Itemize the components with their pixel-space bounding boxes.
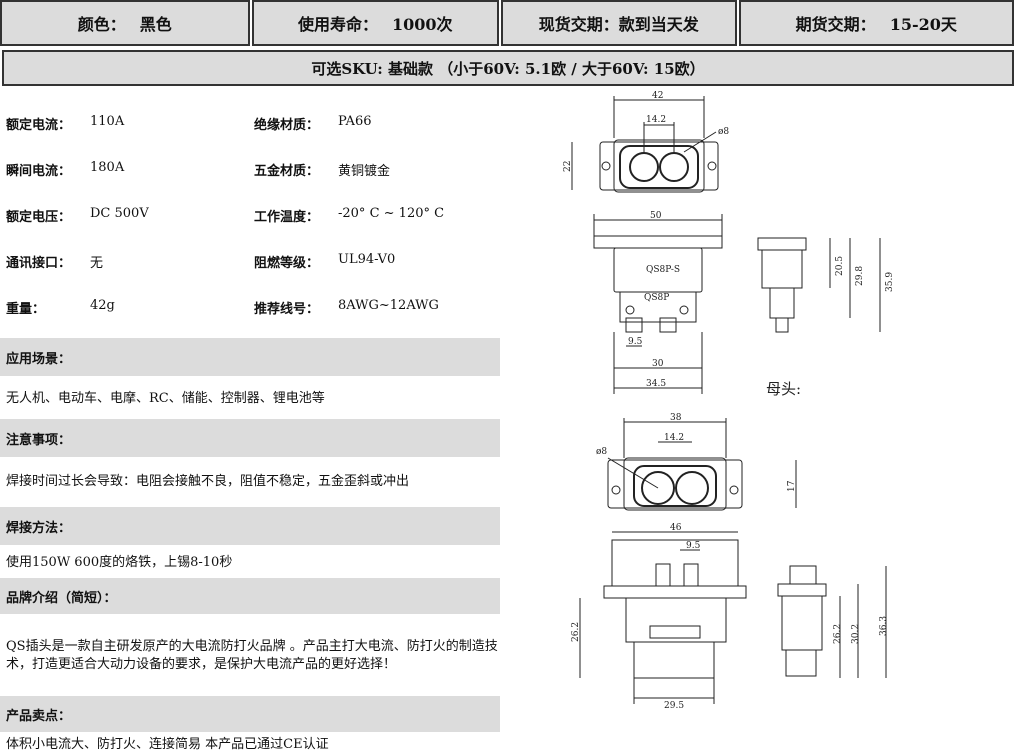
dim-bottom-36-3: 36.3	[879, 616, 889, 636]
female-top-view	[607, 418, 797, 511]
header-color-value: 黑色	[139, 15, 172, 34]
dim-top-22: 22	[563, 161, 573, 172]
header-future-delivery: 期货交期： 15-20天	[738, 0, 1014, 46]
section-title-notes: 注意事项：	[0, 419, 500, 457]
header-life: 使用寿命： 1000次	[251, 0, 500, 46]
male-profile-view	[757, 237, 881, 333]
dim-bottom-26-2-right: 26.2	[833, 624, 843, 644]
spec-panel: 额定电流： 110A 绝缘材质： PA66 瞬间电流： 180A 五金材质： 黄…	[0, 88, 502, 756]
spec-label: 阻燃等级：	[254, 256, 320, 271]
spec-label: 推荐线号：	[254, 302, 320, 317]
section-text-notes: 焊接时间过长会导致：电阻会接触不良，阻值不稳定，五金歪斜或冲出	[6, 474, 410, 489]
section-title-soldering: 焊接方法：	[0, 507, 500, 545]
dim-bottom-9-5: 9.5	[686, 541, 701, 551]
header-stock-key: 现货交期：	[538, 15, 619, 34]
section-text-brand: QS插头是一款自主研发原产的大电流防打火品牌 。产品主打大电流、防打火的制造技术…	[6, 639, 498, 672]
dim-female-17: 17	[787, 480, 797, 492]
dim-bottom-46: 46	[670, 523, 682, 533]
spec-value: UL94-V0	[338, 252, 396, 267]
spec-value: 180A	[90, 160, 125, 175]
female-label: 母头:	[766, 380, 801, 398]
section-text-application: 无人机、电动车、电摩、RC、储能、控制器、锂电池等	[6, 391, 325, 406]
dim-female-o8: ø8	[596, 447, 607, 457]
male-top-view	[571, 96, 719, 193]
dim-female-38: 38	[670, 413, 682, 423]
header-future-value: 15-20天	[889, 15, 957, 34]
dim-bottom-26-2-left: 26.2	[571, 622, 581, 642]
dim-mid-20-5: 20.5	[835, 256, 845, 276]
dim-bottom-29-5: 29.5	[664, 701, 684, 711]
spec-value: 黄铜镀金	[338, 164, 391, 179]
dim-bottom-30-2: 30.2	[851, 624, 861, 644]
spec-label: 工作温度：	[254, 210, 320, 225]
header-life-value: 1000次	[391, 15, 453, 34]
spec-value: DC 500V	[90, 206, 149, 221]
header-life-key: 使用寿命：	[297, 15, 378, 34]
female-profile-view	[777, 565, 887, 678]
header-future-key: 期货交期：	[795, 15, 876, 34]
spec-label: 额定电压：	[6, 210, 72, 225]
spec-value: 110A	[90, 114, 125, 129]
dim-female-14-2: 14.2	[664, 433, 684, 443]
header-color-key: 颜色：	[77, 15, 126, 34]
dim-mid-30: 30	[652, 359, 664, 369]
dim-mid-29-8: 29.8	[855, 266, 865, 286]
dim-top-o8: ø8	[718, 127, 729, 137]
spec-label: 重量：	[6, 302, 46, 317]
spec-value: 无	[90, 256, 104, 271]
header-row: 颜色： 黑色 使用寿命： 1000次 现货交期： 款到当天发 期货交期： 15-…	[0, 0, 1016, 50]
sku-bar: 可选SKU: 基础款 （小于60V: 5.1欧 / 大于60V: 15欧）	[2, 50, 1014, 86]
spec-label: 额定电流：	[6, 118, 72, 133]
technical-drawing: 42 14.2 ø8 22 50 QS8P-S QS8P	[563, 91, 895, 711]
model-label-b: QS8P	[644, 293, 669, 303]
header-stock-delivery: 现货交期： 款到当天发	[501, 0, 737, 46]
female-side-view	[579, 531, 747, 704]
male-side-view	[593, 214, 723, 394]
section-text-soldering: 使用150W 600度的烙铁，上锡8-10秒	[6, 555, 233, 570]
header-color: 颜色： 黑色	[0, 0, 250, 46]
spec-label: 通讯接口：	[6, 256, 72, 271]
spec-value: 42g	[90, 298, 115, 313]
header-stock-value: 款到当天发	[618, 15, 699, 34]
section-title-application: 应用场景：	[0, 338, 500, 376]
section-text-selling-points: 体积小电流大、防打火、连接简易 本产品已通过CE认证	[6, 737, 329, 752]
spec-value: -20° C ~ 120° C	[338, 206, 445, 221]
spec-label: 五金材质：	[254, 164, 320, 179]
spec-value: 8AWG~12AWG	[338, 298, 439, 313]
dim-mid-50: 50	[650, 211, 662, 221]
dim-mid-34-5: 34.5	[646, 379, 666, 389]
dim-top-42: 42	[652, 91, 663, 101]
spec-label: 绝缘材质：	[254, 118, 320, 133]
spec-value: PA66	[338, 114, 372, 129]
section-title-selling-points: 产品卖点：	[0, 696, 500, 732]
spec-label: 瞬间电流：	[6, 164, 72, 179]
dim-top-14-2: 14.2	[646, 115, 666, 125]
section-title-brand: 品牌介绍（简短）：	[0, 578, 500, 614]
dim-mid-35-9: 35.9	[885, 272, 895, 292]
dim-mid-9-5: 9.5	[628, 337, 643, 347]
model-label-a: QS8P-S	[646, 265, 680, 275]
